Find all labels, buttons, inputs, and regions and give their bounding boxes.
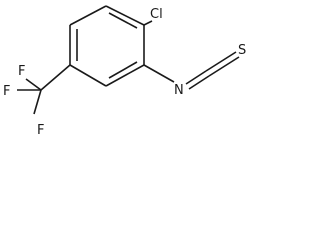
bond-ring-to-nitrogen (143, 64, 175, 83)
atom-chlorine: Cl (150, 7, 163, 22)
ring-bond-3 (105, 64, 145, 87)
bond-ring-to-cf3 (40, 64, 71, 91)
ring-bond-6 (69, 5, 107, 26)
ring-bond-1 (105, 5, 145, 26)
structure-diagram: Cl N S F F F (3, 5, 246, 138)
bond-carbon-sulfur-b (208, 56, 240, 77)
atom-fluorine-1: F (3, 84, 10, 99)
atom-nitrogen: N (174, 83, 184, 98)
bond-ring-to-chlorine (143, 20, 153, 26)
atom-fluorine-3: F (18, 64, 25, 79)
atom-sulfur: S (238, 43, 246, 58)
bond-cf3-to-fluorine-3 (25, 78, 42, 91)
ring-double-bond-top (108, 12, 138, 29)
bond-cf3-to-fluorine-2 (33, 89, 42, 115)
bond-nitrogen-carbon-b (188, 75, 210, 90)
ring-bond-4 (69, 64, 107, 87)
ring-double-bond-bottom (108, 61, 138, 79)
bond-carbon-sulfur-a (205, 51, 237, 72)
atom-fluorine-2: F (37, 123, 44, 138)
bond-nitrogen-carbon-a (185, 70, 207, 85)
